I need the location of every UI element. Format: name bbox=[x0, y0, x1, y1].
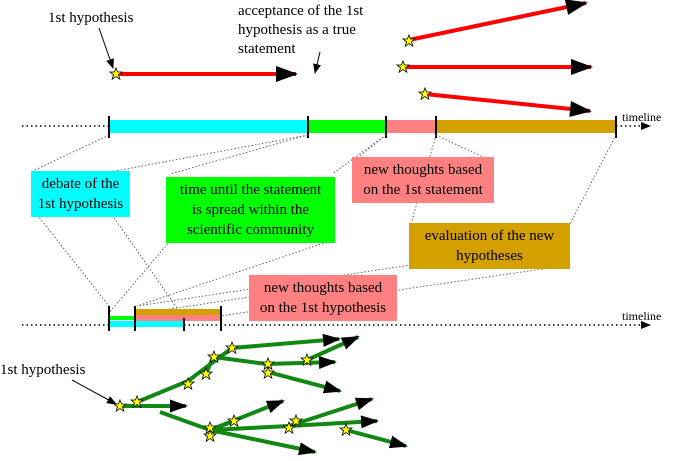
star-icon bbox=[198, 366, 214, 381]
star-icon bbox=[129, 394, 145, 409]
red-arrow-new-3 bbox=[424, 92, 592, 117]
timeline-bottom-label: timeline bbox=[622, 309, 661, 323]
box-debate: debate of the 1st hypothesis bbox=[31, 171, 130, 217]
phase-new-thoughts-bar bbox=[386, 120, 436, 133]
mini-new-thoughts-bar bbox=[136, 315, 221, 321]
pointer-to-acceptance bbox=[313, 51, 321, 74]
mini-debate-bar bbox=[109, 321, 184, 327]
star-icon bbox=[180, 376, 196, 391]
star-icon bbox=[288, 413, 304, 428]
mini-spread-bar bbox=[109, 316, 135, 320]
pointer-to-first-star bbox=[98, 27, 114, 69]
green-branch-tree bbox=[120, 333, 408, 456]
phase-evaluation-bar bbox=[436, 120, 616, 133]
box-debate-line-1: debate of the bbox=[41, 176, 120, 192]
box-new-thoughts-hypothesis-line-1: new thoughts based bbox=[263, 280, 383, 296]
star-icon bbox=[260, 365, 276, 380]
timeline-bottom-ticks bbox=[108, 306, 222, 331]
timeline-top-ticks bbox=[108, 116, 617, 138]
box-evaluation-line-1: evaluation of the new bbox=[424, 228, 555, 244]
star-icon bbox=[281, 420, 297, 435]
box-evaluation-line-2: hypotheses bbox=[456, 248, 523, 264]
star-icon bbox=[112, 398, 128, 413]
phase-spread-bar bbox=[308, 120, 386, 133]
star-icon bbox=[338, 422, 354, 437]
acceptance-line-2: hypothesis as a true bbox=[238, 22, 356, 38]
box-new-thoughts-statement-line-1: new thoughts based bbox=[363, 162, 483, 178]
pointer-to-tree-root bbox=[71, 379, 117, 405]
box-spread-line-3: scientific community bbox=[186, 222, 315, 238]
box-new-thoughts-hypothesis-line-2: on the 1st hypothesis bbox=[259, 300, 387, 316]
star-icon bbox=[224, 340, 240, 355]
box-new-thoughts-statement-line-2: on the 1st statement bbox=[363, 182, 483, 198]
red-arrow-new-1 bbox=[408, 0, 588, 42]
star-icon bbox=[108, 66, 124, 81]
box-spread-line-1: time until the statement bbox=[179, 182, 322, 198]
phase-debate-bar bbox=[109, 120, 308, 133]
acceptance-line-3: statement bbox=[238, 41, 296, 57]
box-evaluation: evaluation of the new hypotheses bbox=[409, 223, 570, 269]
star-icon bbox=[417, 86, 433, 101]
acceptance-line-1: acceptance of the 1st bbox=[238, 3, 364, 19]
box-spread: time until the statement is spread withi… bbox=[166, 177, 335, 243]
box-spread-line-2: is spread within the bbox=[191, 202, 310, 218]
star-icon bbox=[226, 413, 242, 428]
box-debate-line-2: 1st hypothesis bbox=[37, 196, 124, 212]
first-hypothesis-label-bottom: 1st hypothesis bbox=[0, 362, 86, 378]
first-hypothesis-label-top: 1st hypothesis bbox=[48, 10, 134, 26]
star-icon bbox=[395, 59, 411, 74]
box-new-thoughts-statement: new thoughts based on the 1st statement bbox=[352, 157, 494, 203]
star-markers bbox=[108, 33, 433, 443]
star-icon bbox=[299, 352, 315, 367]
star-icon bbox=[202, 428, 218, 443]
star-icon bbox=[401, 33, 417, 48]
star-icon bbox=[206, 349, 222, 364]
mini-evaluation-bar bbox=[136, 309, 221, 315]
timeline-top-label: timeline bbox=[622, 110, 661, 124]
box-new-thoughts-hypothesis: new thoughts based on the 1st hypothesis bbox=[249, 275, 397, 321]
